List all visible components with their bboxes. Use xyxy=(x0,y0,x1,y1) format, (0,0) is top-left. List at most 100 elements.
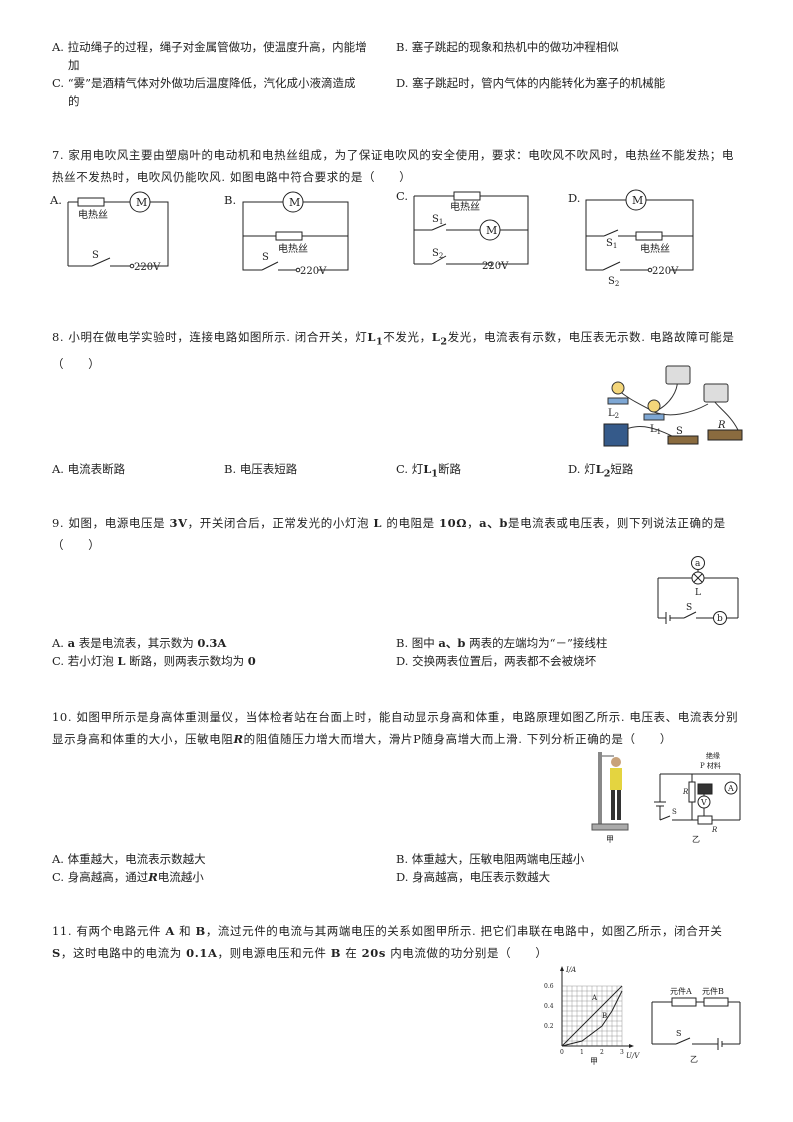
q10-fig-a: A xyxy=(727,784,734,793)
q10-figure: 甲 V A 绝缘 P 材料 R R S 乙 xyxy=(591,751,741,844)
q11-cap-jia: 甲 xyxy=(590,1057,598,1066)
x-tick-label: 1 xyxy=(580,1049,584,1056)
q7-label-d: D. xyxy=(568,191,580,205)
q10-stem-line1: 10. 如图甲所示是身高体重测量仪，当体检者站在台面上时，能自动显示身高和体重，… xyxy=(52,710,739,724)
series-a-line xyxy=(561,985,623,1047)
q7-b-voltage-label: 220V xyxy=(300,266,327,277)
ammeter-icon xyxy=(724,781,738,795)
q10-stem: 10. 如图甲所示是身高体重测量仪，当体检者站在台面上时，能自动显示身高和体重，… xyxy=(52,706,742,750)
q6-option-a-cont: 加 xyxy=(68,58,80,72)
q9-option-a: A. a 表是电流表，其示数为 0.3A xyxy=(52,636,227,650)
q9-option-d: D. 交换两表位置后，两表都不会被烧坏 xyxy=(396,654,597,668)
q11-cap-yi: 乙 xyxy=(690,1055,698,1064)
q10-insul-2: P 材料 xyxy=(700,761,721,770)
q10-option-c: C. 身高越高，通过R电流越小 xyxy=(52,870,204,884)
q6-option-a: A. 拉动绳子的过程，绳子对金属管做功，使温度升高，内能增 xyxy=(52,40,367,54)
q10-option-b: B. 体重越大，压敏电阻两端电压越小 xyxy=(396,852,585,866)
element-a-box xyxy=(671,997,697,1007)
x-tick-label: 3 xyxy=(620,1049,624,1056)
q10-stem-line2: 显示身高和体重的大小，压敏电阻R的阻值随压力增大而增大，滑片P随身高增大而上滑.… xyxy=(52,732,672,746)
q11-circuit-figure: 元件A 元件B S 乙 xyxy=(651,986,741,1064)
q7-a-switch-label: S xyxy=(92,250,99,261)
q8-option-b: B. 电压表短路 xyxy=(224,462,298,476)
y-tick-label: 0.4 xyxy=(544,1003,554,1010)
q10-fig-r0: R xyxy=(682,788,689,796)
q10-cap-jia: 甲 xyxy=(606,835,614,844)
q6-option-d: D. 塞子跳起时，管内气体的内能转化为塞子的机械能 xyxy=(396,76,666,90)
y-tick-label: 0.6 xyxy=(544,983,554,990)
q7-d-motor-label: M xyxy=(632,194,643,207)
series-b-label: B xyxy=(602,1012,607,1020)
q8-option-c: C. 灯L1断路 xyxy=(396,462,461,480)
q9-stem-line2: （ ） xyxy=(52,538,101,552)
battery-icon xyxy=(603,423,629,447)
element-b-box xyxy=(703,997,729,1007)
q10-insul-1: 绝缘 xyxy=(706,751,720,760)
q7-c-s1-label: S1 xyxy=(432,214,443,226)
bulb-l2-icon xyxy=(611,381,625,395)
q9-fig-l-label: L xyxy=(695,588,701,598)
q10-fig-s: S xyxy=(672,808,677,816)
q8-option-a: A. 电流表断路 xyxy=(52,462,126,476)
q11-elem-a-label: 元件A xyxy=(670,986,692,996)
q7-c-heater-label: 电热丝 xyxy=(450,200,480,213)
rheostat-icon xyxy=(707,429,743,441)
q11-elem-b-label: 元件B xyxy=(702,986,724,996)
q8-fig-r-label: R xyxy=(717,420,726,431)
q7-c-voltage-label: 220V xyxy=(482,261,509,272)
q7-label-b: B. xyxy=(224,193,236,207)
q7-a-heater-label: 电热丝 xyxy=(78,208,108,221)
q7-a-voltage-label: 220V xyxy=(134,262,161,273)
series-a-label: A xyxy=(591,994,598,1002)
meter-1-icon xyxy=(665,365,691,385)
x-tick-label: 2 xyxy=(600,1049,604,1056)
q9-stem: 9. 如图，电源电压是 3V，开关闭合后，正常发光的小灯泡 L 的电阻是 10Ω… xyxy=(52,512,742,556)
q6-option-b: B. 塞子跳起的现象和热机中的做功冲程相似 xyxy=(396,40,619,54)
q7-d-s1-label: S1 xyxy=(606,238,617,250)
q8-fig-s-label: S xyxy=(676,426,683,437)
q9-fig-b-label: b xyxy=(717,614,723,624)
q7-circuits-figure: A. M 电热丝 S 220V B. M 电热丝 S 220V C. 电热丝 M… xyxy=(49,189,694,288)
q8-circuit-figure: L2 L1 S R xyxy=(603,365,743,447)
q7-stem: 7. 家用电吹风主要由塑扇叶的电动机和电热丝组成，为了保证电吹风的安全使用，要求… xyxy=(52,144,742,188)
q7-label-a: A. xyxy=(49,193,62,207)
meter-b-icon xyxy=(713,611,727,625)
q8-fig-l1-label: L1 xyxy=(650,424,661,436)
q7-a-motor-label: M xyxy=(136,196,147,209)
series-b-line xyxy=(561,990,623,1047)
q8-stem-line1: 8. 小明在做电学实验时，连接电路如图所示. 闭合开关，灯L1不发光，L2发光，… xyxy=(52,330,735,348)
q9-option-b: B. 图中 a、b 两表的左端均为“－”接线柱 xyxy=(396,636,608,650)
q7-stem-line2: 热丝不发热时，电吹风仍能吹风. 如图电路中符合要求的是（ ） xyxy=(52,170,412,184)
q7-stem-line1: 7. 家用电吹风主要由塑扇叶的电动机和电热丝组成，为了保证电吹风的安全使用，要求… xyxy=(52,148,734,162)
q8-stem-line2: （ ） xyxy=(52,357,101,372)
scale-person-figure xyxy=(591,752,629,831)
q11-stem: 11. 有两个电路元件 A 和 B，流过元件的电流与其两端电压的关系如图甲所示.… xyxy=(52,920,742,964)
iu-x-axis-label: U/V xyxy=(626,1052,640,1060)
q7-c-motor-label: M xyxy=(486,224,497,237)
q7-b-heater-label: 电热丝 xyxy=(278,242,308,255)
q10-fig-v: V xyxy=(700,798,707,807)
q11-fig-s-label: S xyxy=(676,1029,681,1038)
iu-y-axis-label: I/A xyxy=(565,966,576,974)
meter-a-icon xyxy=(691,556,705,570)
voltmeter-icon xyxy=(697,795,711,809)
q6-option-c-cont: 的 xyxy=(68,94,80,108)
q7-label-c: C. xyxy=(396,189,408,203)
q7-b-motor-label: M xyxy=(289,196,300,209)
y-tick-label: 0.2 xyxy=(544,1023,554,1030)
q7-d-s2-label: S2 xyxy=(608,276,619,288)
q7-b-switch-label: S xyxy=(262,252,269,263)
q11-stem-line1: 11. 有两个电路元件 A 和 B，流过元件的电流与其两端电压的关系如图甲所示.… xyxy=(52,924,723,938)
q11-stem-line2: S，这时电路中的电流为 0.1A，则电源电压和元件 B 在 20s 内电流做的功… xyxy=(52,946,548,960)
q9-fig-a-label: a xyxy=(695,559,701,569)
q7-d-heater-label: 电热丝 xyxy=(640,242,670,255)
q8-option-d: D. 灯L2短路 xyxy=(568,462,634,480)
q8-fig-l2-label: L2 xyxy=(608,408,619,420)
q9-stem-line1: 9. 如图，电源电压是 3V，开关闭合后，正常发光的小灯泡 L 的电阻是 10Ω… xyxy=(52,516,726,530)
q10-option-a: A. 体重越大，电流表示数越大 xyxy=(52,852,206,866)
q9-fig-s-label: S xyxy=(686,603,692,613)
switch-icon xyxy=(667,435,699,445)
q10-cap-yi: 乙 xyxy=(692,835,700,844)
bulb-l1-icon xyxy=(647,399,661,413)
q7-d-voltage-label: 220V xyxy=(652,266,679,277)
